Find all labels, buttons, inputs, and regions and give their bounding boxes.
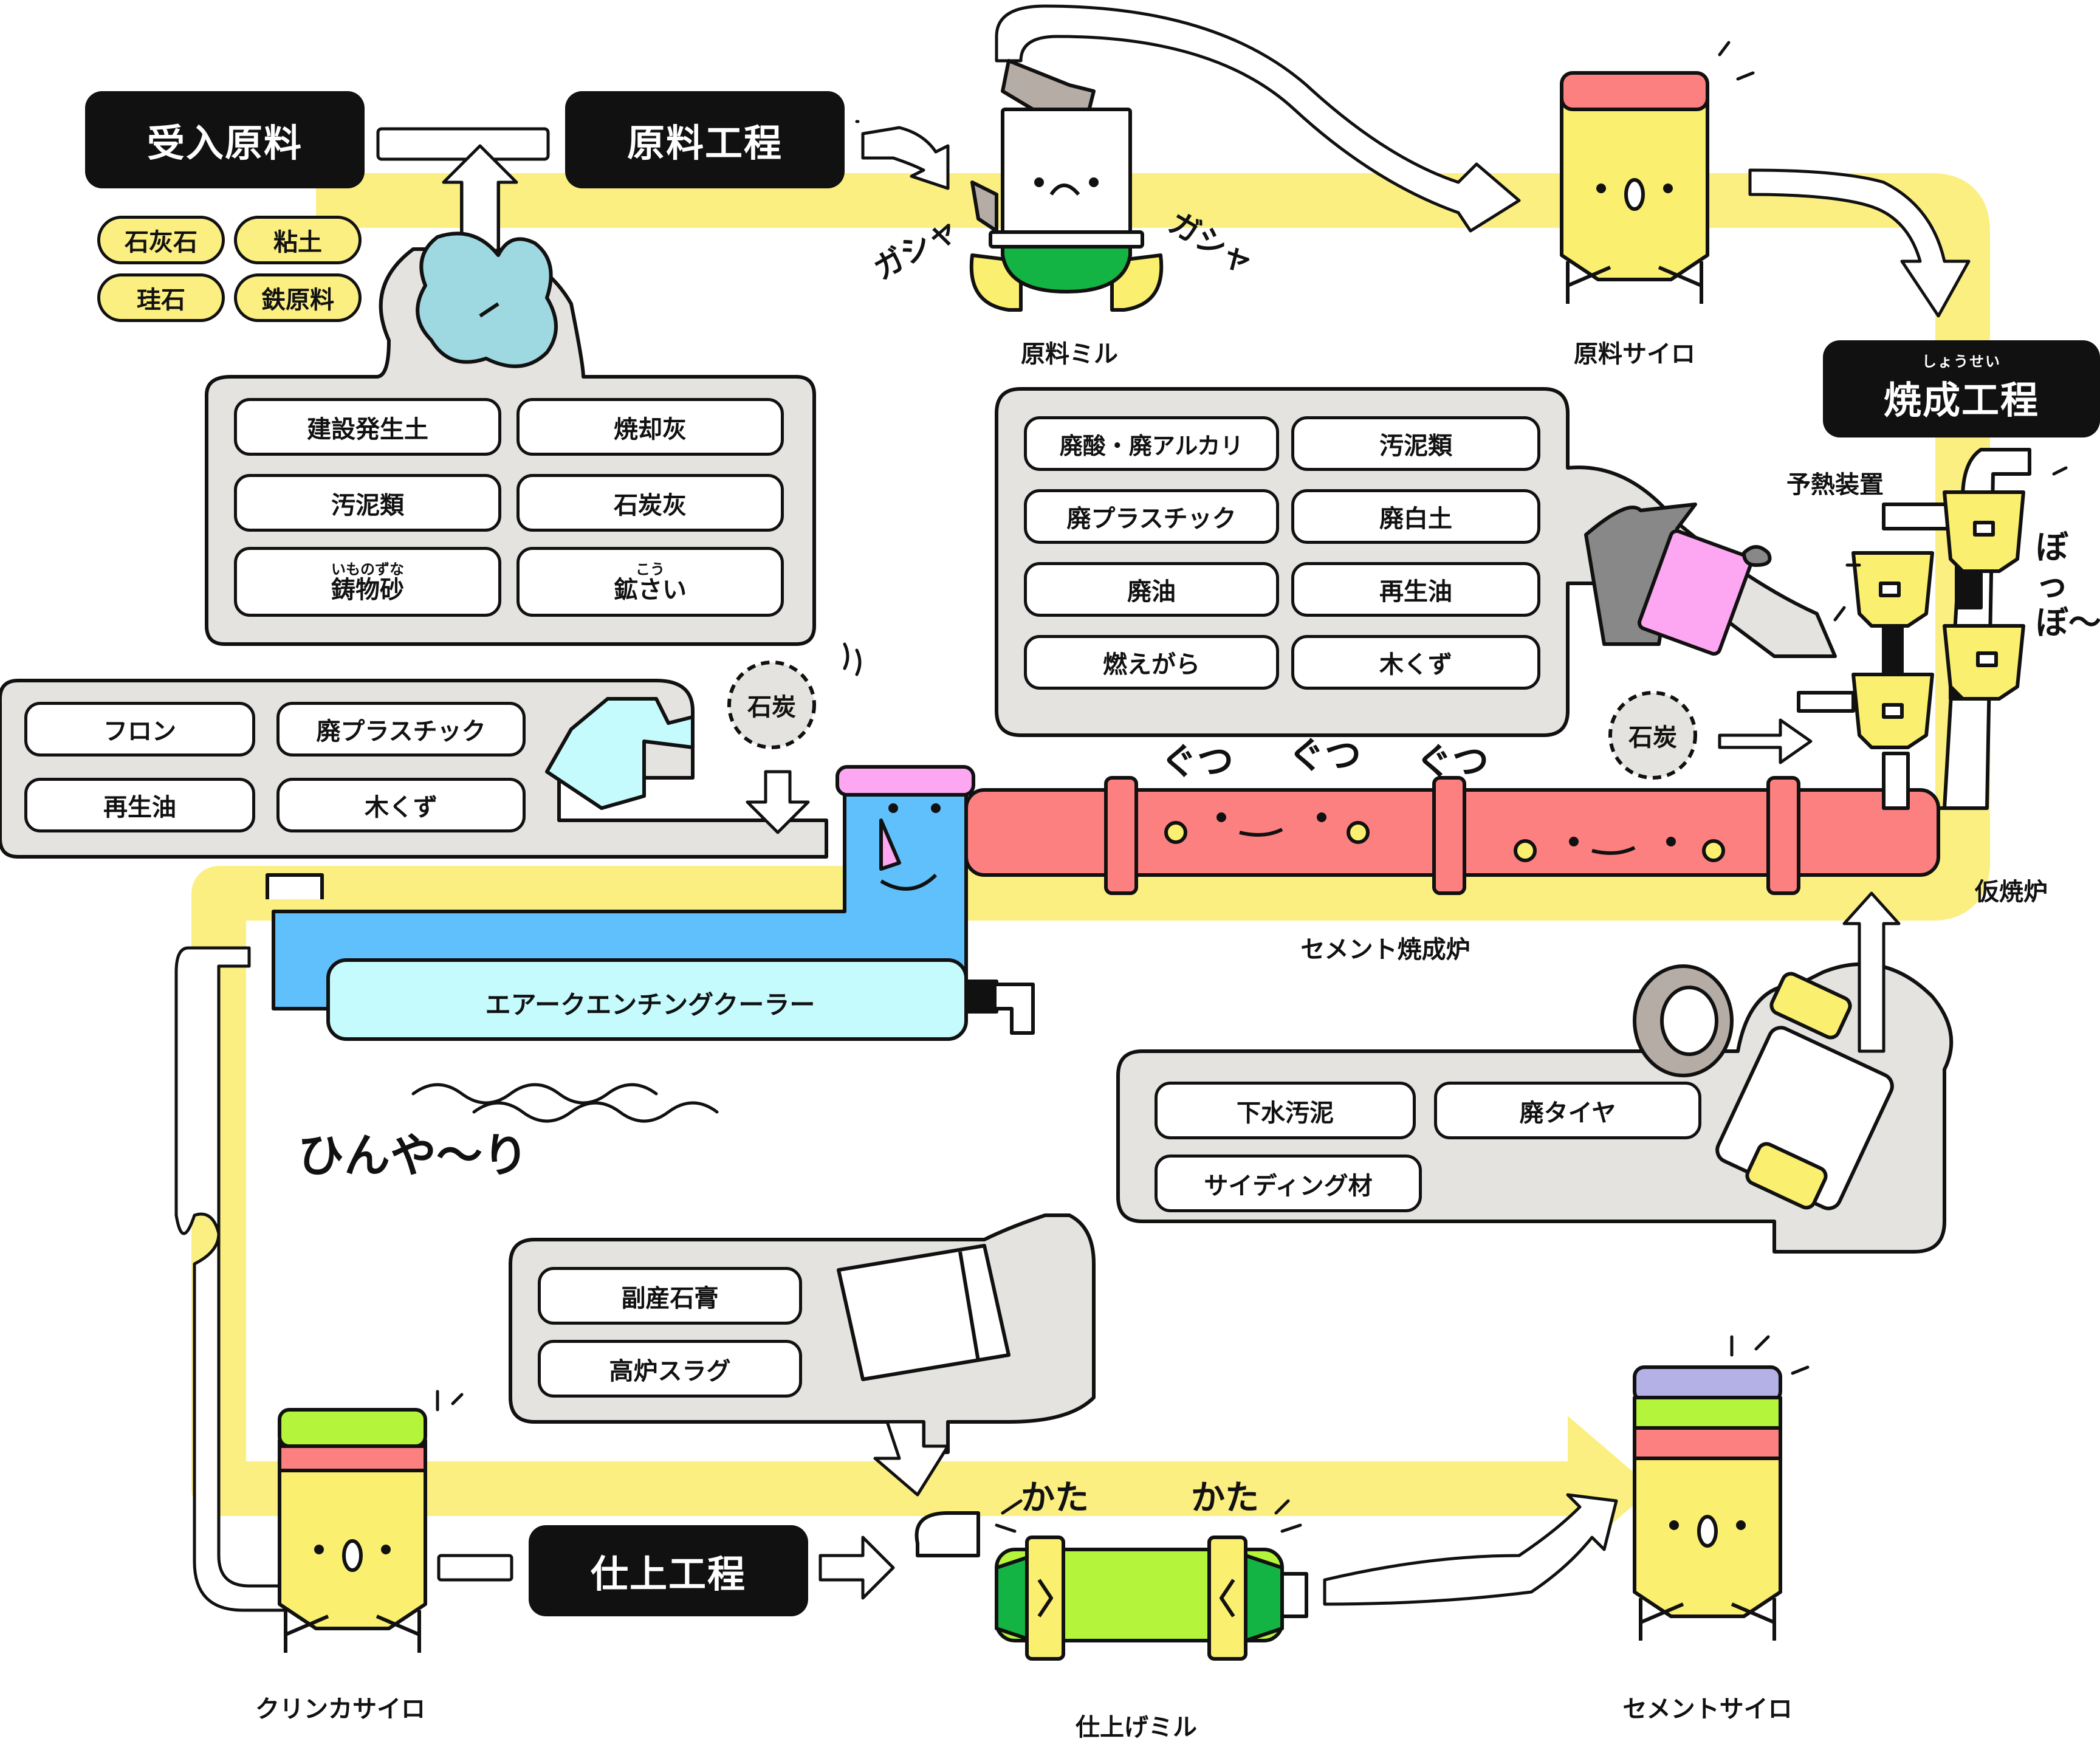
recycled-2-tag: 汚泥類 <box>1291 416 1540 471</box>
label-clinker-silo: クリンカサイロ <box>255 1695 425 1723</box>
raw-material-tag: 珪石 <box>97 273 225 322</box>
cooler-illustration <box>266 765 1035 1041</box>
connector-silo-finish <box>437 1554 513 1582</box>
kiln-illustration <box>964 776 1940 895</box>
coal-label: 石炭 <box>747 693 796 721</box>
label-raw-silo: 原料サイロ <box>1574 340 1695 368</box>
sfx-kiln-1: ぐつ <box>1161 741 1234 783</box>
finish-tag: 副産石膏 <box>538 1267 802 1325</box>
fuel-1-tag: フロン <box>24 702 255 757</box>
fuel-3-tag: サイディング材 <box>1155 1155 1422 1212</box>
tag-text: 鉱さい <box>614 575 687 604</box>
sfx-mill-1: かた <box>1021 1478 1089 1518</box>
recycled-1-tag: 石炭灰 <box>516 474 784 532</box>
label-kiln: セメント焼成炉 <box>1300 936 1470 964</box>
sfx-kiln-3: ぐつ <box>1416 741 1489 783</box>
recycled-1-tag: 焼却灰 <box>516 398 784 456</box>
arrow-cooler-down <box>174 946 287 1612</box>
arrow-mill-to-cement-silo <box>1323 1493 1618 1606</box>
fuel-1-tag: 木くず <box>276 778 526 832</box>
sfx-preheater: ぼっぼ〜 <box>2036 528 2100 642</box>
sfx-cooler: ひんや〜り <box>298 1128 529 1182</box>
arrow-finish-to-mill <box>818 1536 895 1600</box>
arrow-panel-to-mill <box>873 1420 950 1497</box>
decor-lines <box>411 41 2068 1533</box>
finish-tag: 高炉スラグ <box>538 1340 802 1398</box>
raw-mill-illustration <box>969 59 1164 312</box>
recycled-1-tag: こう鉱さい <box>516 547 784 617</box>
sfx-mill-2: かた <box>1191 1478 1259 1518</box>
arrow-up-to-receive <box>442 144 518 252</box>
burn-process-ruby: しょうせい <box>1922 353 2001 370</box>
flow-band <box>191 173 1990 1516</box>
header-burn-process: しょうせい 焼成工程 <box>1823 340 2100 437</box>
recycled-2-tag: 木くず <box>1291 635 1540 690</box>
arrow-coal-2-right <box>1718 718 1813 764</box>
recycled-1-tag: いものずな鋳物砂 <box>234 547 501 617</box>
recycled-2-tag: 廃白土 <box>1291 489 1540 544</box>
tag-ruby: いものずな <box>331 560 404 578</box>
recycled-2-tag: 廃酸・廃アルカリ <box>1024 416 1279 471</box>
label-raw-mill: 原料ミル <box>1021 340 1118 368</box>
label-finish-mill: 仕上げミル <box>1076 1714 1197 1741</box>
silo-illustrations <box>278 71 1782 1653</box>
raw-material-tag: 鉄原料 <box>234 273 362 322</box>
header-receive: 受入原料 <box>85 91 365 188</box>
character-illustrations <box>416 232 1894 1381</box>
label-cooler: エアークエンチングクーラー <box>485 990 815 1020</box>
panel-finish <box>509 1213 1096 1454</box>
fuel-1-tag: 再生油 <box>24 778 255 832</box>
tag-ruby: こう <box>636 560 665 578</box>
recycled-2-tag: 廃プラスチック <box>1024 489 1279 544</box>
fuel-3-tag: 廃タイヤ <box>1434 1082 1701 1139</box>
header-raw-process: 原料工程 <box>565 91 845 188</box>
recycled-2-tag: 廃油 <box>1024 562 1279 617</box>
arrow-mill-to-silo <box>995 4 1521 233</box>
arrow-silo-to-preheater <box>1748 168 1971 318</box>
sfx-kiln-2: ぐつ <box>1288 735 1361 777</box>
arrow-fuel-3-up <box>1842 891 1901 1053</box>
fuel-3-tag: 下水汚泥 <box>1155 1082 1416 1139</box>
header-finish-process: 仕上工程 <box>529 1525 808 1616</box>
label-preheater: 予熱装置 <box>1786 471 1884 499</box>
recycled-2-tag: 燃えがら <box>1024 635 1279 690</box>
finish-mill-illustration <box>914 1511 1308 1661</box>
raw-material-tag: 石灰石 <box>97 216 225 264</box>
arrow-coal-1-down <box>746 770 810 834</box>
burn-process-text: 焼成工程 <box>1883 378 2039 422</box>
connectors <box>174 4 1971 1612</box>
label-cement-silo: セメントサイロ <box>1622 1695 1793 1723</box>
connector-receive-raw <box>376 127 550 161</box>
coal-label: 石炭 <box>1628 724 1677 752</box>
raw-material-tag: 粘土 <box>234 216 362 264</box>
preheater-illustration <box>1797 448 2031 810</box>
recycled-1-tag: 汚泥類 <box>234 474 501 532</box>
label-calciner: 仮焼炉 <box>1975 878 2048 906</box>
recycled-1-tag: 建設発生土 <box>234 398 501 456</box>
fuel-1-tag: 廃プラスチック <box>276 702 526 757</box>
recycled-2-tag: 再生油 <box>1291 562 1540 617</box>
tag-text: 鋳物砂 <box>331 575 404 604</box>
arrow-to-mill <box>861 126 950 190</box>
